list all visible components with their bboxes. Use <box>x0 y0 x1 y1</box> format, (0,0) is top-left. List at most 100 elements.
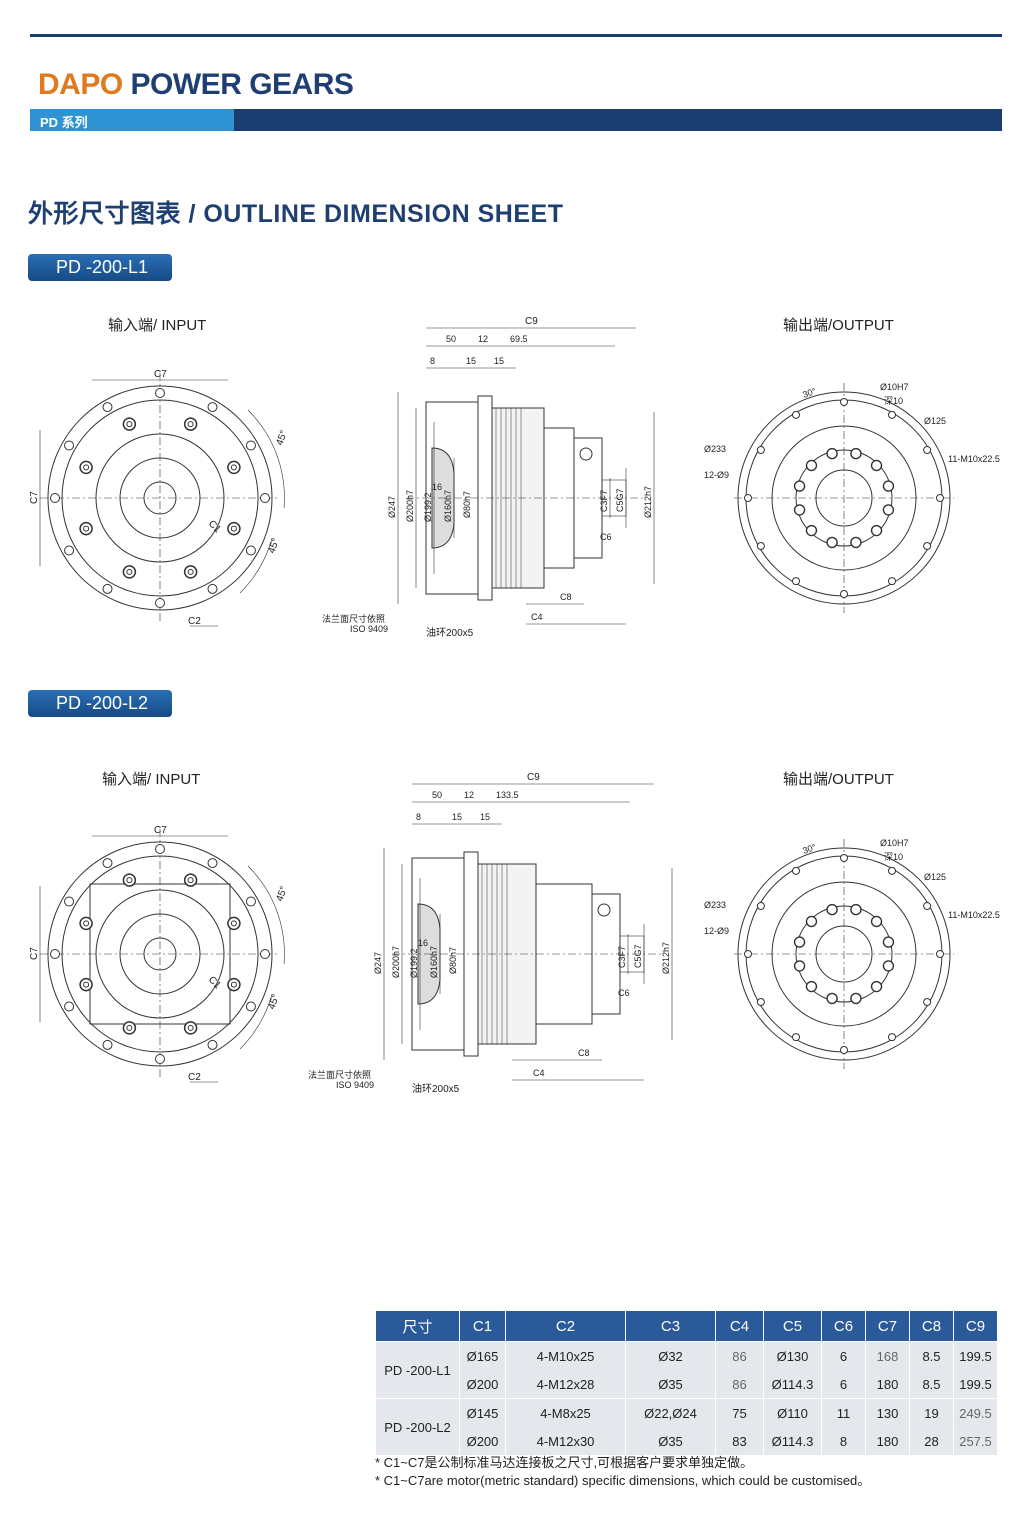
col-header: C4 <box>715 1310 764 1342</box>
table-cell: 75 <box>715 1398 764 1427</box>
note-cn: * C1~C7是公制标准马达连接板之尺寸,可根据客户要求单独定做。 <box>375 1455 754 1470</box>
dim-length: 133.5 <box>496 790 519 800</box>
table-cell: 28 <box>909 1427 954 1456</box>
c4-label: C4 <box>533 1068 545 1078</box>
table-cell: Ø130 <box>763 1341 822 1370</box>
c9-label: C9 <box>527 772 540 783</box>
c5-label: C5G7 <box>615 488 625 512</box>
table-cell: 199.5 <box>953 1370 998 1399</box>
dia-247: Ø247 <box>373 952 383 974</box>
dia-233-label: Ø233 <box>704 444 726 454</box>
dia-212: Ø212h7 <box>661 942 671 974</box>
oring-note: 油环200x5 <box>426 626 474 639</box>
dia-212: Ø212h7 <box>643 486 653 518</box>
c2-label: C2 <box>188 616 201 627</box>
dim-8: 8 <box>430 356 435 366</box>
dia-10-label: Ø10H7 <box>880 382 909 392</box>
section-title: 外形尺寸图表 / OUTLINE DIMENSION SHEET <box>28 200 564 228</box>
table-cell: Ø114.3 <box>763 1427 822 1456</box>
col-header: C7 <box>865 1310 910 1342</box>
c4-label: C4 <box>531 612 543 622</box>
dia-80: Ø80h7 <box>448 947 458 974</box>
depth-label: 深10 <box>884 852 903 862</box>
iso-note: ISO 9409 <box>350 624 388 634</box>
output-view <box>734 383 954 613</box>
dia-200: Ø200h7 <box>405 490 415 522</box>
model-badge: PD -200-L2 <box>28 690 172 717</box>
holes-label: 12-Ø9 <box>704 926 729 936</box>
table-cell: 8 <box>821 1427 866 1456</box>
col-header: C6 <box>821 1310 866 1342</box>
dia-160: Ø160h7 <box>429 946 439 978</box>
col-header: C5 <box>763 1310 822 1342</box>
input-label: 输入端/ INPUT <box>108 317 207 334</box>
dia-125-label: Ø125 <box>924 416 946 426</box>
dia-160: Ø160h7 <box>443 490 453 522</box>
table-cell: 4-M8x25 <box>505 1398 626 1427</box>
table-cell: 8.5 <box>909 1341 954 1370</box>
model-cell: PD -200-L1 <box>375 1341 460 1399</box>
table-cell: 180 <box>865 1370 910 1399</box>
c6-label: C6 <box>600 532 612 542</box>
model-cell: PD -200-L2 <box>375 1398 460 1456</box>
c7-top-label: C7 <box>154 369 167 380</box>
thread-label: 11-M10x22.5 <box>948 454 1000 464</box>
depth-label: 深10 <box>884 396 903 406</box>
dim-50: 50 <box>446 334 456 344</box>
table-cell: 257.5 <box>953 1427 998 1456</box>
dim-8: 8 <box>416 812 421 822</box>
oring-note: 油环200x5 <box>412 1082 460 1095</box>
table-cell: 8.5 <box>909 1370 954 1399</box>
dim-16: 16 <box>418 938 428 948</box>
table-cell: Ø145 <box>459 1398 506 1427</box>
dim-12: 12 <box>464 790 474 800</box>
dia-199: Ø199.2 <box>409 948 419 978</box>
table-cell: Ø114.3 <box>763 1370 822 1399</box>
angle-30: 30° <box>801 842 818 856</box>
table-cell: 130 <box>865 1398 910 1427</box>
flange-note: 法兰面尺寸依照 <box>308 1069 371 1080</box>
table-cell: Ø32 <box>625 1341 716 1370</box>
input-label: 输入端/ INPUT <box>102 771 201 788</box>
col-header: C1 <box>459 1310 506 1342</box>
brand-title: DAPO POWER GEARS <box>38 68 354 101</box>
top-rule <box>30 34 1002 37</box>
table-cell: 19 <box>909 1398 954 1427</box>
table-cell: Ø165 <box>459 1341 506 1370</box>
series-label: PD 系列 <box>40 115 88 130</box>
flange-note: 法兰面尺寸依照 <box>322 613 385 624</box>
col-header: C8 <box>909 1310 954 1342</box>
note-en: * C1~C7are motor(metric standard) specif… <box>375 1473 871 1488</box>
col-header: C2 <box>505 1310 626 1342</box>
dim-15b: 15 <box>480 812 490 822</box>
input-view <box>39 373 285 627</box>
dia-199: Ø199.2 <box>423 492 433 522</box>
table-cell: Ø22,Ø24 <box>625 1398 716 1427</box>
table-cell: Ø35 <box>625 1370 716 1399</box>
table-cell: 6 <box>821 1341 866 1370</box>
c1-label: C1 <box>206 974 223 991</box>
c9-label: C9 <box>525 316 538 327</box>
dia-247: Ø247 <box>387 496 397 518</box>
table-cell: 249.5 <box>953 1398 998 1427</box>
c3-label: C3F7 <box>599 490 609 512</box>
c2-label: C2 <box>188 1072 201 1083</box>
table-cell: 86 <box>715 1341 764 1370</box>
dim-length: 69.5 <box>510 334 528 344</box>
c7-left-label: C7 <box>29 491 40 504</box>
output-label: 输出端/OUTPUT <box>783 317 894 334</box>
table-cell: Ø200 <box>459 1427 506 1456</box>
c8-label: C8 <box>578 1048 590 1058</box>
dia-233-label: Ø233 <box>704 900 726 910</box>
dim-15a: 15 <box>452 812 462 822</box>
c7-left-label: C7 <box>29 947 40 960</box>
